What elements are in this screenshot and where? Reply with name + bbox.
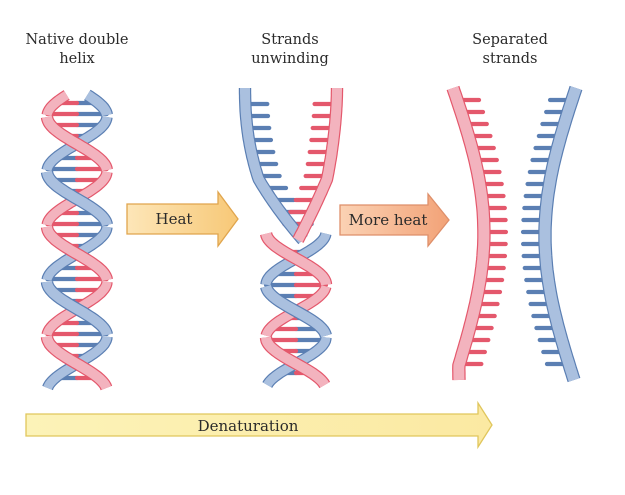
- red-strand-front: [259, 332, 331, 390]
- red-strand-front-fill: [261, 230, 331, 288]
- blue-strand-front-fill: [84, 90, 112, 119]
- red-strand-front-fill: [42, 113, 112, 174]
- stage-label-native-helix: Native double helix: [13, 31, 141, 69]
- blue-strand-front: [260, 281, 332, 341]
- red-strand-front: [40, 332, 113, 393]
- blue-strand-separated: [538, 85, 583, 384]
- stage-label-line1: Strands: [261, 32, 319, 48]
- red-strand-upper-fill: [293, 85, 342, 243]
- denaturation-arrow-shape: [25, 400, 493, 450]
- blue-strand-front: [40, 167, 113, 230]
- heat-arrow-label: Heat: [156, 210, 193, 228]
- red-strand-front-fill: [42, 333, 112, 392]
- more-heat-arrow-label: More heat: [349, 211, 428, 229]
- red-strand-front: [40, 112, 113, 175]
- blue-strand-front: [84, 89, 113, 120]
- more-heat-arrow-shape: [339, 192, 450, 248]
- blue-strand-upper-fill: [240, 85, 307, 244]
- blue-strand-front-fill: [42, 278, 112, 339]
- red-strand-back-fill: [42, 91, 70, 118]
- stage-label-line1: Separated: [472, 32, 548, 48]
- stage-label-line2: helix: [59, 51, 95, 67]
- unwinding-strands: [238, 84, 344, 390]
- stage-label-separated-strands: Separated strands: [446, 31, 574, 69]
- stage-label-line2: strands: [482, 51, 538, 67]
- red-strand-back: [41, 90, 70, 119]
- blue-strand-front-fill: [42, 168, 112, 229]
- denaturation-arrow-label: Denaturation: [198, 417, 299, 435]
- blue-strand-separated-fill: [539, 86, 582, 382]
- native-double-helix: [40, 89, 113, 393]
- stage-label-line1: Native double: [25, 32, 129, 48]
- red-strand-separated: [446, 85, 491, 384]
- red-strand-front: [40, 222, 113, 285]
- blue-strand-upper: [238, 84, 308, 245]
- heat-arrow-shape: [126, 190, 239, 248]
- red-strand-front: [260, 229, 333, 290]
- red-strand-front-fill: [261, 334, 330, 389]
- red-strand-upper: [292, 84, 344, 244]
- denaturation-arrow: Denaturation: [25, 400, 493, 450]
- blue-strand-front-fill: [261, 283, 331, 339]
- red-strand-separated-fill: [447, 86, 490, 382]
- stage-label-strands-unwinding: Strands unwinding: [226, 31, 354, 69]
- heat-arrow: Heat: [126, 190, 239, 248]
- stage-label-line2: unwinding: [251, 51, 329, 67]
- separated-strands: [446, 85, 583, 384]
- red-strand-front-fill: [42, 223, 112, 284]
- blue-strand-front: [40, 277, 113, 340]
- more-heat-arrow: More heat: [339, 192, 450, 248]
